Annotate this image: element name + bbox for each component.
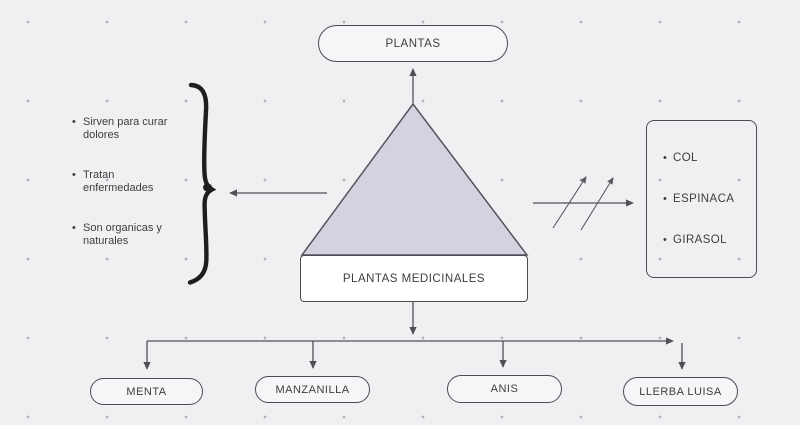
diagonal-arrow-2[interactable] <box>580 177 614 231</box>
pyramid-shape[interactable] <box>300 102 529 256</box>
node-anis[interactable]: ANIS <box>447 375 562 403</box>
node-plantas[interactable]: PLANTAS <box>318 25 508 62</box>
curly-brace[interactable] <box>187 82 217 285</box>
node-menta[interactable]: MENTA <box>90 378 203 405</box>
node-plantas-medicinales[interactable]: PLANTAS MEDICINALES <box>300 255 528 302</box>
diagonal-arrow-1[interactable] <box>552 176 587 229</box>
node-anis-label: ANIS <box>490 383 519 395</box>
node-menta-label: MENTA <box>126 385 167 398</box>
curly-brace-knob <box>203 183 212 192</box>
right-list-item: GIRASOL <box>663 234 756 247</box>
node-plantas-medicinales-label: PLANTAS MEDICINALES <box>342 272 486 285</box>
node-manzanilla-label: MANZANILLA <box>275 383 350 396</box>
right-list-box[interactable]: COL ESPINACA GIRASOL <box>646 120 757 278</box>
left-note-item: Son organicas y naturales <box>72 222 176 248</box>
node-llerba-luisa-label: LLERBA LUISA <box>639 385 722 398</box>
node-plantas-label: PLANTAS <box>385 37 441 50</box>
left-notes-list[interactable]: Sirven para curar dolores Tratan enferme… <box>72 116 176 275</box>
right-list-item: ESPINACA <box>663 193 756 206</box>
node-manzanilla[interactable]: MANZANILLA <box>255 376 370 403</box>
left-note-item: Sirven para curar dolores <box>72 116 176 142</box>
left-note-item: Tratan enfermedades <box>72 169 176 195</box>
node-llerba-luisa[interactable]: LLERBA LUISA <box>623 377 738 406</box>
right-list-item: COL <box>663 152 756 165</box>
